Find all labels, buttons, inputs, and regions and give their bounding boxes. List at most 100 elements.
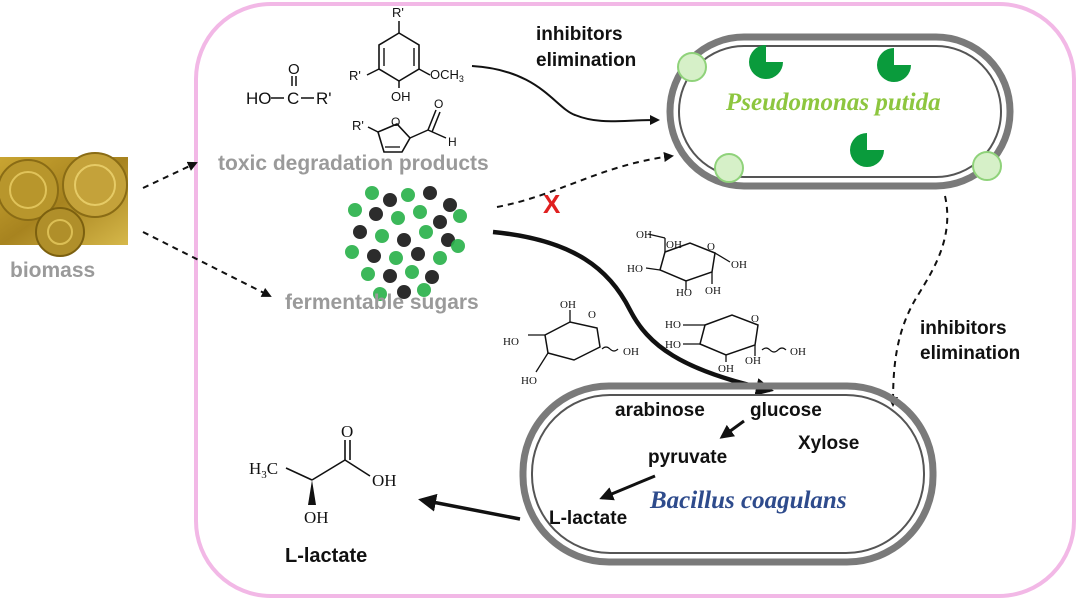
arrow-inhibitors-to-pseudomonas [471,65,660,126]
arrow-sugars-to-pseudomonas-blocked [496,152,674,208]
phenol-och3-label: OCH3 [430,67,464,84]
arrow-glucose-to-pyruvate [719,419,745,439]
pore-circle [972,151,1002,181]
arrow-biomass-to-toxic [142,161,198,189]
arrow-bacillus-to-lactate [418,493,521,521]
black-sugar-dot [425,270,439,284]
enzyme-pie-icon [877,48,911,82]
sugar-oh-label: OH [731,259,747,271]
green-sugar-dot [391,211,405,225]
glucose-label: glucose [750,400,822,421]
green-sugar-dot [419,225,433,239]
sugar-ho-label: HO [676,287,692,299]
inhibitors-top-label-1: inhibitors [536,24,623,45]
furan-r-label: R' [352,118,364,133]
green-sugar-dot [348,203,362,217]
acid-r-label: R' [316,89,332,108]
lactate-o-label: O [341,422,353,441]
l-lactate-inner-label: L-lactate [549,508,627,529]
inhibitors-right-label-1: inhibitors [920,318,1007,339]
sugar-oh-label: OH [718,363,734,375]
black-sugar-dot [423,186,437,200]
black-sugar-dot [383,193,397,207]
acid-o-label: O [288,61,300,78]
pore-circle [714,153,744,183]
black-sugar-dot [369,207,383,221]
arabinose-structure: O OH HO HO OH [503,299,639,387]
biomass-label: biomass [10,259,95,282]
green-sugar-dot [413,205,427,219]
green-sugar-dot [405,265,419,279]
arrow-sugars-to-bacillus [492,229,774,396]
arrow-pyruvate-to-lactate [599,474,656,501]
acid-ho-label: HO [246,89,272,108]
green-sugar-dot [345,245,359,259]
sugar-oh-label: OH [790,346,806,358]
black-sugar-dot [433,215,447,229]
lactate-oh-bottom-label: OH [304,508,329,527]
sugar-ho-label: HO [627,263,643,275]
xylose-structure: HO HO O OH OH OH [665,313,806,375]
sugar-ho-label: HO [665,319,681,331]
lactate-h3c-label: H3C [249,459,278,481]
black-sugar-dot [353,225,367,239]
biomass-image [0,152,128,257]
black-sugar-dot [397,233,411,247]
green-sugar-dot [373,287,387,301]
blocked-x-mark: X [543,189,561,219]
green-sugar-dot [361,267,375,281]
green-sugar-dot [451,239,465,253]
sugar-ho-label: HO [503,336,519,348]
green-sugar-dot [417,283,431,297]
sugar-ho-label: HO [665,339,681,351]
furan-ald-o: O [434,97,443,111]
furan-structure: R' O O H [352,97,457,153]
black-sugar-dot [397,285,411,299]
sugar-oh-label: OH [636,229,652,241]
green-sugar-dot [375,229,389,243]
black-sugar-dot [383,269,397,283]
black-sugar-dot [367,249,381,263]
lactate-oh-label: OH [372,471,397,490]
sugar-oh-label: OH [745,355,761,367]
l-lactate-product-label: L-lactate [285,545,367,567]
arrow-biomass-to-sugars [142,231,272,297]
green-sugar-dot [453,209,467,223]
phenol-r-left: R' [349,68,361,83]
arabinose-label: arabinose [615,400,705,421]
sugar-o-label: O [751,313,759,325]
phenolic-structure: R' R' OCH3 OH [349,5,464,104]
sugar-dot-cluster [345,186,467,301]
furan-o-label: O [391,115,400,129]
lactic-acid-structure: H3C O OH OH [249,422,397,527]
sugar-oh-label: OH [623,346,639,358]
pseudomonas-label: Pseudomonas putida [725,89,941,116]
sugar-oh-label: OH [666,239,682,251]
carboxylic-acid-structure: HO C R' O [246,61,332,108]
glucose-structure: OH O HO HO OH OH OH [627,229,747,299]
fermentable-sugars-label: fermentable sugars [285,291,479,314]
black-sugar-dot [443,198,457,212]
outer-frame [194,2,1076,598]
pyruvate-label: pyruvate [648,447,727,468]
bacillus-cell [519,382,937,566]
sugar-ho-label: HO [521,375,537,387]
green-sugar-dot [365,186,379,200]
pseudomonas-cell [666,33,1014,190]
green-sugar-dot [433,251,447,265]
sugar-oh-label: OH [560,299,576,311]
arrow-pseudomonas-to-bacillus [888,195,949,407]
phenol-oh-label: OH [391,89,411,104]
phenol-r-top: R' [392,5,404,20]
green-sugar-dot [389,251,403,265]
inhibitors-right-label-2: elimination [920,343,1020,364]
sugar-o-label: O [707,241,715,253]
green-sugar-dot [401,188,415,202]
sugar-oh-label: OH [705,285,721,297]
acid-c-label: C [287,89,299,108]
enzyme-pie-icon [850,133,884,167]
furan-ald-h: H [448,135,457,149]
bacillus-label: Bacillus coagulans [649,487,847,514]
enzyme-pie-icon [749,45,783,79]
